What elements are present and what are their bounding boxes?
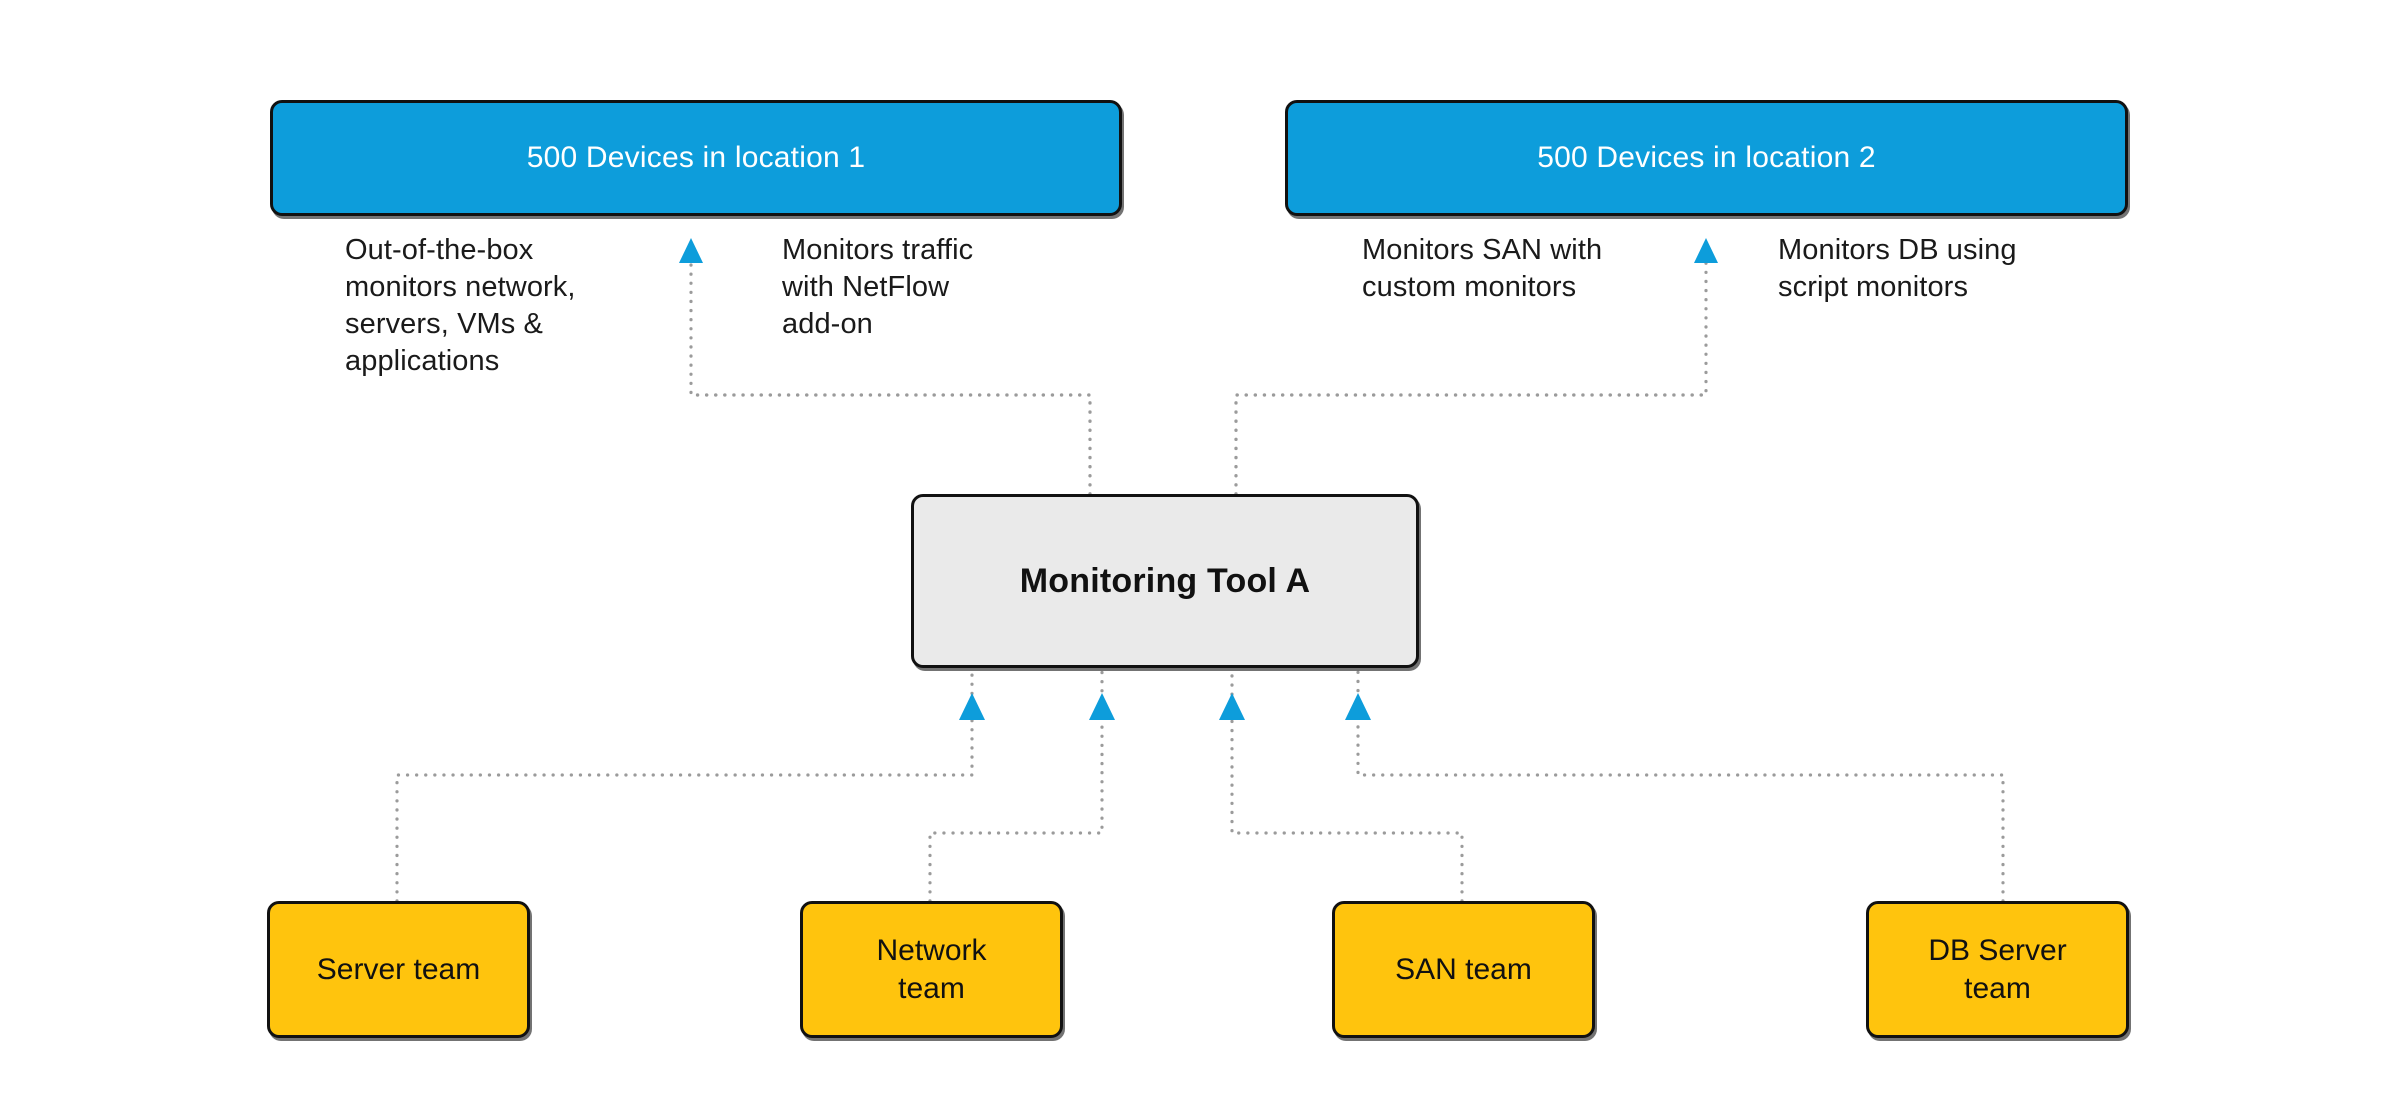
device-box-location-2[interactable]: 500 Devices in location 2 [1285,100,2128,216]
note-netflow: Monitors traffic with NetFlow add-on [782,234,974,341]
monitoring-tool-box[interactable]: Monitoring Tool A [911,494,1419,668]
team-box-db-server-label: DB Server team [1928,934,2067,1005]
team-box-server-label: Server team [316,952,481,986]
team-box-san[interactable]: SAN team [1332,901,1595,1038]
team-box-network[interactable]: Network team [800,901,1063,1038]
device-box-location-2-label: 500 Devices in location 2 [1537,141,1876,174]
team-box-server[interactable]: Server team [267,901,530,1038]
connector-server-team-to-tool [395,666,985,903]
team-box-network-label: Network team [876,934,987,1005]
team-box-db-server[interactable]: DB Server team [1866,901,2129,1038]
monitoring-tool-label: Monitoring Tool A [1019,561,1311,600]
note-san: Monitors SAN with custom monitors [1362,234,1603,304]
connector-db-server-team-to-tool [1345,666,2005,903]
connector-tool-to-location2-db [1234,393,1708,496]
device-box-location-1[interactable]: 500 Devices in location 1 [270,100,1122,216]
connector-san-team-to-tool [1219,666,1464,903]
connector-tool-to-location1-netflow [689,393,1092,496]
note-out-of-the-box: Out-of-the-box monitors network, servers… [345,234,576,378]
team-box-san-label: SAN team [1395,952,1532,986]
connector-network-team-to-tool [928,666,1115,903]
note-db: Monitors DB using script monitors [1778,234,2017,304]
device-box-location-1-label: 500 Devices in location 1 [526,141,866,174]
